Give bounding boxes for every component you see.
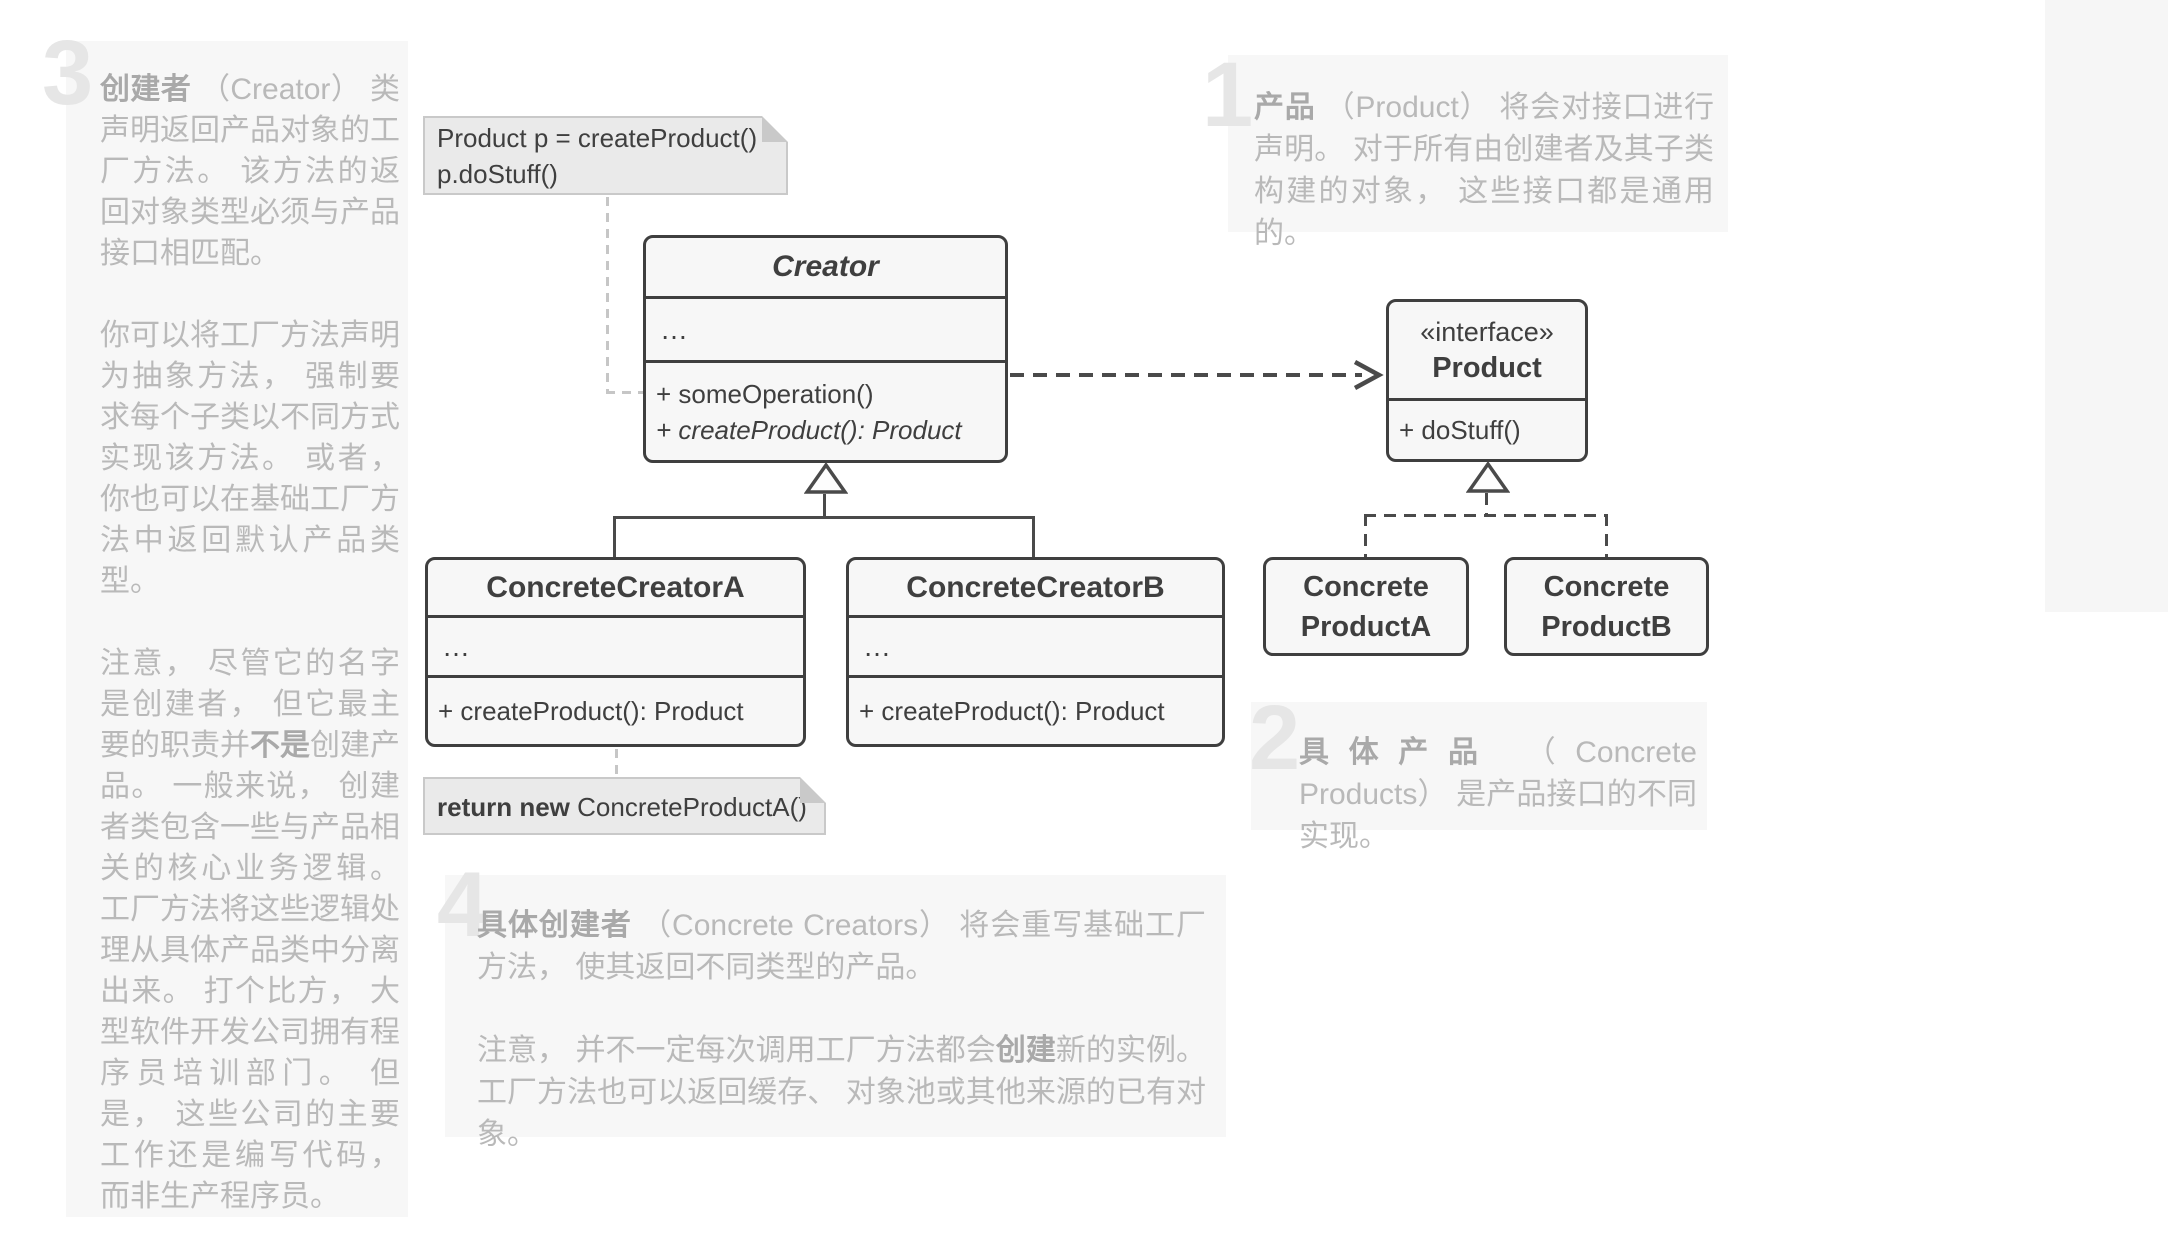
annotation-number: 1 [1202,44,1254,146]
inheritance-line [613,516,616,557]
class-name: ConcreteCreatorA [486,570,745,604]
page-right-strip [2045,0,2168,612]
stereotype: «interface» [1420,317,1554,347]
realization-line [1605,514,1608,557]
realization-line [1364,514,1367,557]
class-creator: Creator … + someOperation() + createProd… [643,235,1008,463]
method: + someOperation() [656,378,874,409]
text-run: （Creator） 类声明返回产品对象的工厂方法。 该方法的返回对象类型必须与产… [100,73,400,270]
paragraph: 注意， 并不一定每次调用工厂方法都会创建新的实例。 工厂方法也可以返回缓存、 对… [477,1030,1206,1156]
note-connector-line [615,749,618,777]
code-keyword: return new [437,792,570,822]
inheritance-line [613,516,1035,519]
annotation-creator: 3 创建者 （Creator） 类声明返回产品对象的工厂方法。 该方法的返回对象… [42,27,408,1217]
class-name: Concrete ProductA [1301,567,1432,647]
text-run: （Product） 将会对接口进行声明。 对于所有由创建者及其子类构建的对象， … [1254,91,1714,250]
code-line: Product p = createProduct() [437,123,758,153]
method: + createProduct(): Product [438,696,744,726]
code-line: p.doStuff() [437,159,558,189]
association-arrowhead-icon [1353,360,1384,390]
term-bold: 不是 [250,729,310,762]
text-run: （Concrete Creators） 将会重写基础工厂方法， 使其返回不同类型… [477,909,1206,984]
paragraph: 注意， 尽管它的名字是创建者， 但它最主要的职责并不是创建产品。 一般来说， 创… [100,643,400,1217]
text-run: 你可以将工厂方法声明为抽象方法， 强制要求每个子类以不同方式实现该方法。 或者，… [100,319,400,598]
association-line [1010,373,1362,377]
text-run: 创建产品。 一般来说， 创建者类包含一些与产品相关的核心业务逻辑。 工厂方法将这… [100,729,400,1213]
class-name-line: ProductB [1541,610,1672,643]
code-text: ConcreteProductA() [569,792,807,822]
interface-product: «interface» Product + doStuff() [1386,299,1588,462]
term-bold: 产品 [1254,91,1316,124]
class-name-line: Concrete [1303,570,1429,603]
term-bold: 创建 [995,1034,1056,1067]
methods-compartment: + someOperation() + createProduct(): Pro… [646,360,1005,460]
paragraph: 产品 （Product） 将会对接口进行声明。 对于所有由创建者及其子类构建的对… [1254,87,1714,255]
interface-name: Product [1432,352,1542,384]
annotation-concrete-products: 2 具体产品 （Concrete Products） 是产品接口的不同实现。 [1249,692,1707,853]
note-return-new: return new ConcreteProductA() [423,777,826,835]
realization-line [1364,514,1608,517]
class-name-line: Concrete [1543,570,1670,603]
class-name: Creator [772,250,879,283]
fields-compartment: … [428,615,803,675]
annotation-concrete-creators: 4 具体创建者 （Concrete Creators） 将会重写基础工厂方法， … [437,859,1226,1151]
methods-compartment: + createProduct(): Product [428,675,803,744]
inheritance-line [823,494,826,518]
paragraph: 具体创建者 （Concrete Creators） 将会重写基础工厂方法， 使其… [477,905,1206,989]
class-name-line: ProductA [1300,610,1432,643]
annotation-number: 4 [437,854,489,956]
class-concrete-product-a: Concrete ProductA [1263,557,1469,656]
method-abstract: + createProduct(): Product [656,414,962,445]
class-concrete-creator-b: ConcreteCreatorB … + createProduct(): Pr… [846,557,1225,747]
note-client-code: Product p = createProduct() p.doStuff() [423,116,788,195]
text-run: 注意， 尽管它的名字是创建者， 但它最主要的职责并 [100,647,400,762]
class-name: ConcreteCreatorB [906,570,1165,604]
methods-compartment: + createProduct(): Product [849,675,1222,744]
method: + doStuff() [1399,415,1521,445]
inheritance-arrow-icon [804,461,848,494]
paragraph: 你可以将工厂方法声明为抽象方法， 强制要求每个子类以不同方式实现该方法。 或者，… [100,315,400,602]
note-connector-line [606,197,609,393]
text-run: （Concrete Products） 是产品接口的不同实现。 [1299,736,1697,853]
text-run: 新的实例。 工厂方法也可以返回缓存、 对象池或其他来源的已有对象。 [477,1034,1206,1151]
method: + createProduct(): Product [859,696,1165,726]
class-concrete-creator-a: ConcreteCreatorA … + createProduct(): Pr… [425,557,806,747]
realization-line [1485,493,1488,516]
folded-corner-icon [762,116,788,142]
paragraph: 具体产品 （Concrete Products） 是产品接口的不同实现。 [1299,732,1697,858]
term-bold: 具体产品 [1299,736,1498,769]
fields-compartment: … [849,615,1222,675]
term-bold: 具体创建者 [477,909,632,942]
annotation-number: 2 [1249,687,1301,789]
interface-header: «interface» Product [1389,302,1585,398]
folded-corner-icon [800,777,826,803]
note-connector-line [606,391,643,394]
code-line: return new ConcreteProductA() [437,789,807,825]
annotation-product: 1 产品 （Product） 将会对接口进行声明。 对于所有由创建者及其子类构建… [1202,49,1728,250]
term-bold: 创建者 [100,73,192,106]
fields-compartment: … [646,296,1005,360]
text-run: 注意， 并不一定每次调用工厂方法都会 [477,1034,996,1067]
class-name: Concrete ProductB [1541,567,1672,647]
class-concrete-product-b: Concrete ProductB [1504,557,1709,656]
realization-arrow-icon [1466,460,1510,493]
methods-compartment: + doStuff() [1389,398,1585,459]
annotation-number: 3 [42,22,94,124]
paragraph: 创建者 （Creator） 类声明返回产品对象的工厂方法。 该方法的返回对象类型… [100,69,400,274]
inheritance-line [1032,516,1035,557]
